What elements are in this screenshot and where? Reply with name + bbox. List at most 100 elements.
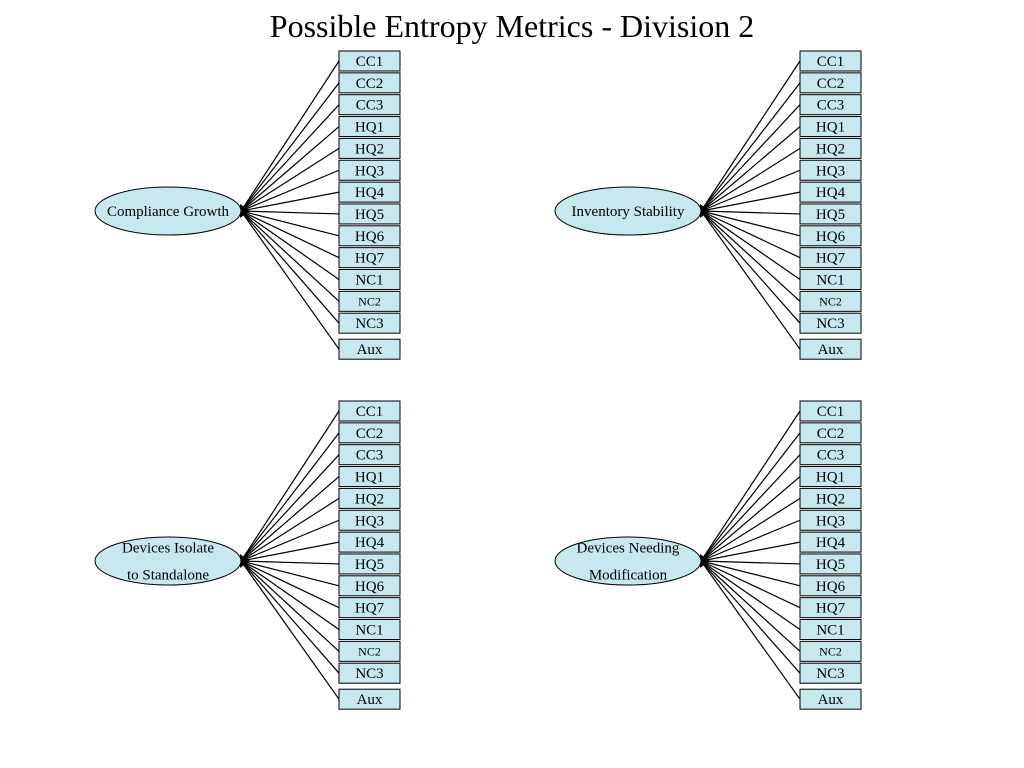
edge-hq2 [240,147,340,212]
indicator-box-nc3 [338,662,401,684]
indicator-label-cc3: CC3 [817,98,845,114]
indicator-label-cc2: CC2 [817,76,845,92]
indicator-label-cc3: CC3 [817,448,845,464]
indicator-box-nc2 [338,640,401,662]
edge-hq6 [240,210,340,237]
indicator-label-hq5: HQ5 [355,557,384,573]
indicator-box-hq7 [799,247,862,269]
edge-hq7 [700,210,801,259]
indicator-label-nc1: NC1 [355,623,383,639]
aux-label: Aux [818,692,844,708]
edge-nc3 [240,210,340,324]
indicator-box-nc1 [338,619,401,640]
indicator-label-hq6: HQ6 [355,229,385,245]
edge-hq3 [700,519,801,562]
edge-aux [240,560,340,700]
edge-nc2 [240,560,340,652]
indicator-label-hq2: HQ2 [816,141,845,157]
indicator-box-nc2 [799,290,862,312]
latent-node-ellipse [554,186,702,236]
indicator-label-hq4: HQ4 [355,185,385,201]
panel-devices-needing-modification: Devices NeedingModificationCC1CC2CC3HQ1H… [554,400,862,710]
indicator-label-nc2: NC2 [358,644,381,658]
edge-hq1 [700,476,801,562]
indicator-label-cc1: CC1 [817,54,845,70]
edge-hq2 [700,147,801,212]
arrowhead-cluster [700,554,710,568]
indicator-box-hq2 [799,137,862,159]
edge-hq7 [240,560,340,609]
indicator-box-nc2 [799,640,862,662]
edge-cc3 [700,454,801,562]
indicator-box-cc1 [338,50,401,72]
edge-nc1 [700,560,801,630]
edge-hq5 [240,210,340,215]
indicator-label-cc3: CC3 [356,98,384,114]
edge-hq3 [700,169,801,212]
indicator-box-cc1 [799,400,862,422]
latent-node-ellipse [94,186,242,236]
indicator-box-cc3 [799,94,862,116]
indicator-label-hq4: HQ4 [816,535,846,551]
latent-node-label: to Standalone [127,568,209,584]
edge-hq3 [240,169,340,212]
indicator-box-hq1 [799,116,862,138]
indicator-box-hq6 [799,575,862,597]
indicator-label-hq2: HQ2 [816,491,845,507]
indicator-box-hq5 [799,203,862,225]
latent-node-ellipse [554,536,702,586]
indicator-box-hq3 [799,509,862,531]
edge-hq2 [700,497,801,562]
latent-node-label: Inventory Stability [572,204,685,220]
edge-nc1 [240,210,340,280]
indicator-label-hq4: HQ4 [355,535,385,551]
indicator-label-nc3: NC3 [355,666,383,682]
indicator-box-hq5 [338,553,401,575]
indicator-box-hq3 [799,159,862,181]
edge-hq6 [240,560,340,587]
indicator-box-hq7 [338,247,401,269]
edge-cc2 [700,432,801,562]
indicator-box-hq7 [799,597,862,619]
edge-cc3 [240,104,340,212]
indicator-box-hq4 [338,181,401,203]
indicator-label-hq4: HQ4 [816,185,846,201]
edge-cc1 [240,60,340,212]
edge-nc2 [240,210,340,302]
indicator-box-hq7 [338,597,401,619]
indicator-label-hq3: HQ3 [816,163,845,179]
edge-hq5 [700,560,801,565]
indicator-box-cc3 [338,94,401,116]
indicator-label-nc3: NC3 [355,316,383,332]
edge-hq7 [240,210,340,259]
edge-nc1 [700,210,801,280]
edge-cc3 [240,454,340,562]
indicator-label-hq2: HQ2 [355,491,384,507]
indicator-label-cc1: CC1 [817,404,845,420]
edge-cc3 [700,104,801,212]
aux-box [338,688,401,710]
edge-hq6 [700,210,801,237]
indicator-label-hq3: HQ3 [355,513,384,529]
edge-nc3 [700,560,801,674]
indicator-box-hq6 [799,225,862,247]
indicator-label-nc2: NC2 [358,294,381,308]
indicator-label-hq2: HQ2 [355,141,384,157]
indicator-label-nc1: NC1 [355,273,383,289]
indicator-label-nc3: NC3 [816,666,844,682]
indicator-label-nc3: NC3 [816,316,844,332]
edge-hq2 [240,497,340,562]
indicator-label-hq6: HQ6 [355,579,385,595]
indicator-label-nc2: NC2 [819,644,842,658]
indicator-box-hq1 [338,116,401,138]
indicator-box-cc3 [338,444,401,466]
indicator-label-hq3: HQ3 [816,513,845,529]
indicator-box-nc1 [338,269,401,290]
indicator-label-nc2: NC2 [819,294,842,308]
page-title: Possible Entropy Metrics - Division 2 [269,8,755,44]
edge-hq4 [700,191,801,212]
edge-hq5 [700,210,801,215]
indicator-box-cc1 [799,50,862,72]
indicator-label-cc1: CC1 [356,54,384,70]
edge-nc3 [700,210,801,324]
